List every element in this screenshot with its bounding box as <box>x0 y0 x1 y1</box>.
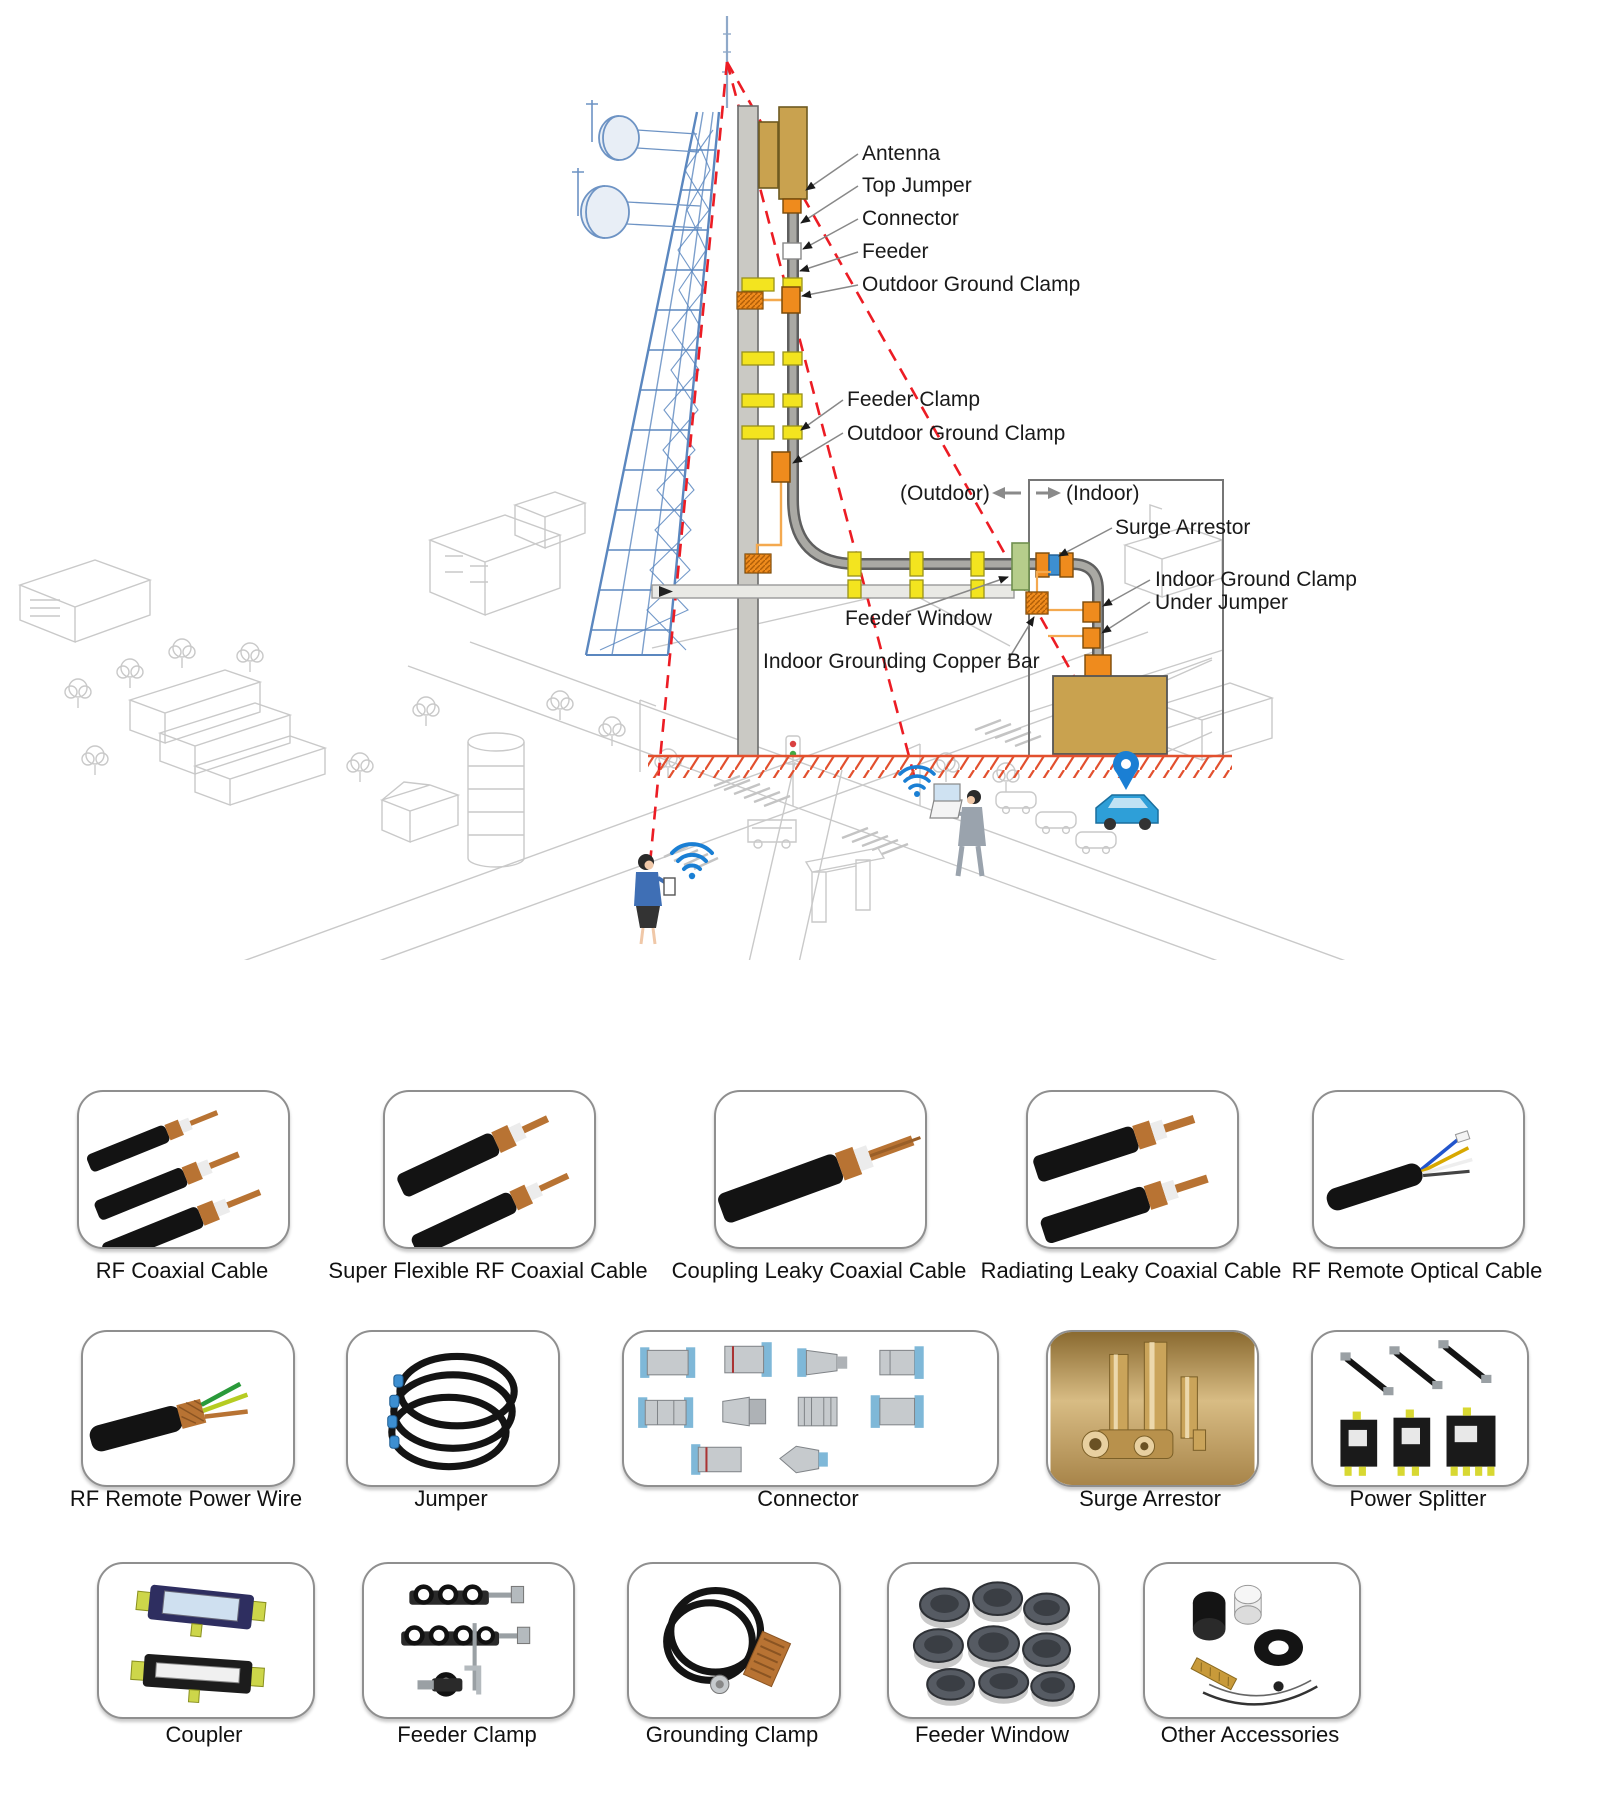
product-caption: Jumper <box>414 1486 488 1511</box>
product-caption: Surge Arrestor <box>1079 1486 1221 1511</box>
product-card-coupler[interactable] <box>97 1562 315 1719</box>
product-caption: Other Accessories <box>1160 1722 1340 1747</box>
product-caption: RF Remote Optical Cable <box>1291 1258 1543 1283</box>
product-card-surge-arrestor[interactable] <box>1046 1330 1259 1487</box>
product-card-rf-coaxial-cable[interactable] <box>77 1090 290 1249</box>
product-caption: Grounding Clamp <box>645 1722 819 1747</box>
super-flexible-rf-coaxial-cable-image <box>397 1115 570 1247</box>
coupling-leaky-coaxial-cable-image <box>718 1135 921 1223</box>
surge-arrestor-image <box>1050 1332 1255 1485</box>
city-scene <box>17 491 1346 960</box>
bts-equipment-box <box>1052 654 1168 755</box>
product-card-rf-remote-optical-cable[interactable] <box>1312 1090 1525 1249</box>
label-feeder-clamp: Feeder Clamp <box>847 388 980 411</box>
product-caption: RF Coaxial Cable <box>95 1258 269 1283</box>
radiating-leaky-coaxial-cable-image <box>1033 1114 1209 1244</box>
grounding-clamp-image <box>663 1586 792 1695</box>
rf-coaxial-cable-image <box>86 1110 262 1247</box>
product-card-radiating-leaky-coaxial-cable[interactable] <box>1026 1090 1239 1249</box>
feeder-window-block <box>1011 542 1030 591</box>
product-caption: RF Remote Power Wire <box>69 1486 303 1511</box>
label-surge-arrestor: Surge Arrestor <box>1115 516 1250 539</box>
label-outdoor: (Outdoor) <box>900 482 990 505</box>
ground-hatching <box>648 754 1232 778</box>
label-feeder-window: Feeder Window <box>845 607 993 630</box>
product-card-connector[interactable] <box>622 1330 999 1487</box>
wifi-icon-left <box>670 842 714 880</box>
label-outdoor-ground-clamp-1: Outdoor Ground Clamp <box>862 273 1080 296</box>
label-indoor-ground-clamp: Indoor Ground Clamp <box>1155 568 1357 591</box>
product-caption: Coupling Leaky Coaxial Cable <box>671 1258 967 1283</box>
label-feeder: Feeder <box>862 240 929 263</box>
antenna-panels <box>758 106 808 200</box>
jumper-image <box>387 1352 518 1471</box>
product-caption: Radiating Leaky Coaxial Cable <box>980 1258 1282 1283</box>
feeder-connector <box>782 242 802 260</box>
car-with-location-pin <box>1095 751 1159 830</box>
rf-remote-power-wire-image <box>89 1381 249 1452</box>
product-card-rf-remote-power-wire[interactable] <box>81 1330 295 1487</box>
microwave-dish-icons <box>572 100 703 239</box>
label-under-jumper: Under Jumper <box>1155 591 1288 614</box>
rf-remote-optical-cable-image <box>1326 1130 1473 1211</box>
product-card-coupling-leaky-coaxial-cable[interactable] <box>714 1090 927 1249</box>
label-antenna: Antenna <box>862 142 941 165</box>
outdoor-indoor-arrows <box>992 487 1061 499</box>
feeder-clamps-horizontal <box>847 551 985 599</box>
product-caption: Coupler <box>165 1722 243 1747</box>
coupler-image <box>130 1584 267 1704</box>
power-splitter-image <box>1340 1340 1496 1476</box>
product-caption: Feeder Window <box>914 1722 1070 1747</box>
product-caption: Feeder Clamp <box>397 1722 537 1747</box>
outdoor-grounding <box>736 286 801 574</box>
product-card-grounding-clamp[interactable] <box>627 1562 841 1719</box>
cable-tray <box>651 584 1015 599</box>
man-with-laptop <box>929 783 986 877</box>
label-indoor: (Indoor) <box>1066 482 1140 505</box>
feeder-window-image <box>912 1581 1076 1707</box>
indoor-grounding <box>1025 570 1101 649</box>
location-pin-icon <box>1113 751 1139 790</box>
product-card-super-flexible-rf-coaxial-cable[interactable] <box>383 1090 596 1249</box>
product-caption: Super Flexible RF Coaxial Cable <box>328 1258 648 1283</box>
product-card-feeder-clamp[interactable] <box>362 1562 575 1719</box>
lattice-tower <box>584 111 721 656</box>
product-card-jumper[interactable] <box>346 1330 560 1487</box>
leader-lines <box>792 153 1151 661</box>
product-card-other-accessories[interactable] <box>1143 1562 1361 1719</box>
other-accessories-image <box>1190 1584 1318 1706</box>
product-caption: Power Splitter <box>1349 1486 1487 1511</box>
surge-arrestor-block <box>1035 552 1074 578</box>
product-card-feeder-window[interactable] <box>887 1562 1100 1719</box>
woman-with-phone <box>634 854 676 945</box>
product-caption: Connector <box>757 1486 859 1511</box>
wifi-icon-center <box>898 765 936 797</box>
feeder-clamp-image <box>401 1584 531 1697</box>
label-outdoor-ground-clamp-2: Outdoor Ground Clamp <box>847 422 1065 445</box>
connector-image <box>638 1342 924 1475</box>
top-jumper-connector <box>782 198 802 214</box>
label-indoor-grounding-copper-bar: Indoor Grounding Copper Bar <box>763 650 1040 673</box>
tray-arrow-icon <box>659 586 673 597</box>
product-card-power-splitter[interactable] <box>1311 1330 1529 1487</box>
label-connector: Connector <box>862 207 959 230</box>
label-top-jumper: Top Jumper <box>862 174 972 197</box>
tower-installation-diagram: Antenna Top Jumper Connector Feeder Outd… <box>17 16 1357 960</box>
